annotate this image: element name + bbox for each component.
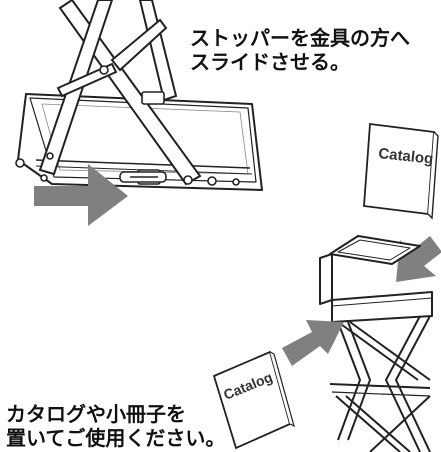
stopper-slider — [119, 171, 167, 183]
stand-assembled — [319, 235, 433, 452]
catalog-book-top: Catalog — [363, 122, 439, 220]
insert-arrow-bottom — [282, 320, 344, 366]
instruction-bottom-line-1: カタログや小冊子を — [6, 402, 186, 426]
insert-arrow-top — [396, 236, 441, 282]
instruction-top-line-2: スライドさせる。 — [190, 50, 350, 74]
instruction-top-line-1: ストッパーを金具の方へ — [190, 26, 410, 50]
catalog-label-top: Catalog — [378, 145, 434, 168]
instruction-slide-stopper: ストッパーを金具の方へ スライドさせる。 — [190, 26, 410, 74]
slide-direction-arrow — [34, 164, 128, 226]
instruction-bottom-line-2: 置いてご使用ください。 — [6, 426, 226, 450]
catalog-book-bottom: Catalog — [212, 350, 295, 450]
cross-legs — [38, 0, 202, 186]
instruction-place-catalog: カタログや小冊子を 置いてご使用ください。 — [6, 402, 225, 450]
